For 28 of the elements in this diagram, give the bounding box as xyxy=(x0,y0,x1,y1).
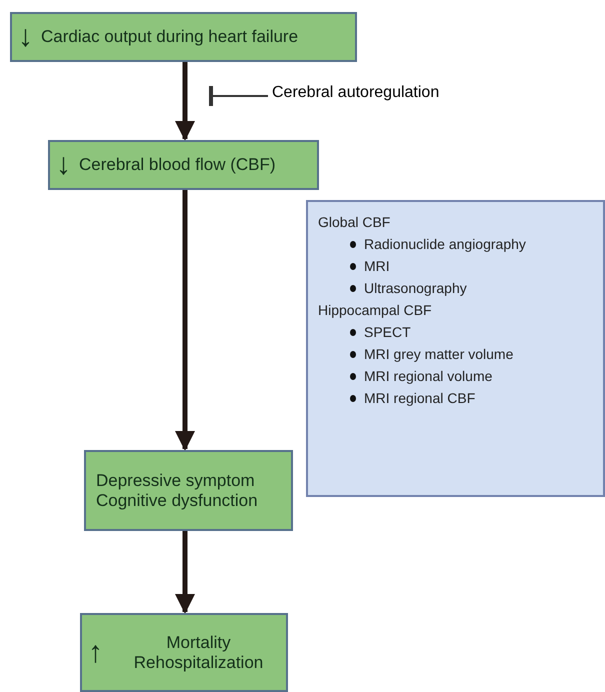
process-box xyxy=(84,450,293,531)
panel-heading: Hippocampal CBF xyxy=(318,302,433,318)
box-text: Cardiac output during heart failure xyxy=(41,27,300,47)
arrow xyxy=(175,531,195,614)
box-text: Mortality xyxy=(165,632,232,652)
inhibition-line xyxy=(209,86,268,106)
list-item: Radionuclide angiography xyxy=(350,236,593,252)
box-text: Depressive symptom xyxy=(96,470,256,490)
annotation-text: Cerebral autoregulation xyxy=(272,84,440,102)
list-item: Ultrasonography xyxy=(350,280,593,296)
arrow xyxy=(175,190,195,451)
box-text: Rehospitalization xyxy=(132,652,264,672)
info-panel xyxy=(306,200,605,497)
box-text: Cognitive dysfunction xyxy=(96,490,259,510)
list-item: MRI regional volume xyxy=(350,368,593,384)
process-box xyxy=(48,140,319,190)
direction-arrow: ↓ xyxy=(56,150,71,180)
box-text: Cerebral blood flow (CBF) xyxy=(79,155,277,175)
direction-arrow: ↑ xyxy=(88,638,103,668)
arrow xyxy=(175,62,195,141)
list-item: MRI xyxy=(350,258,593,274)
list-item: SPECT xyxy=(350,324,593,340)
panel-heading: Global CBF xyxy=(318,214,392,230)
list-item: MRI regional CBF xyxy=(350,390,593,406)
process-box xyxy=(10,12,357,62)
list-item: MRI grey matter volume xyxy=(350,346,593,362)
direction-arrow: ↓ xyxy=(18,22,33,52)
process-box xyxy=(80,613,288,692)
